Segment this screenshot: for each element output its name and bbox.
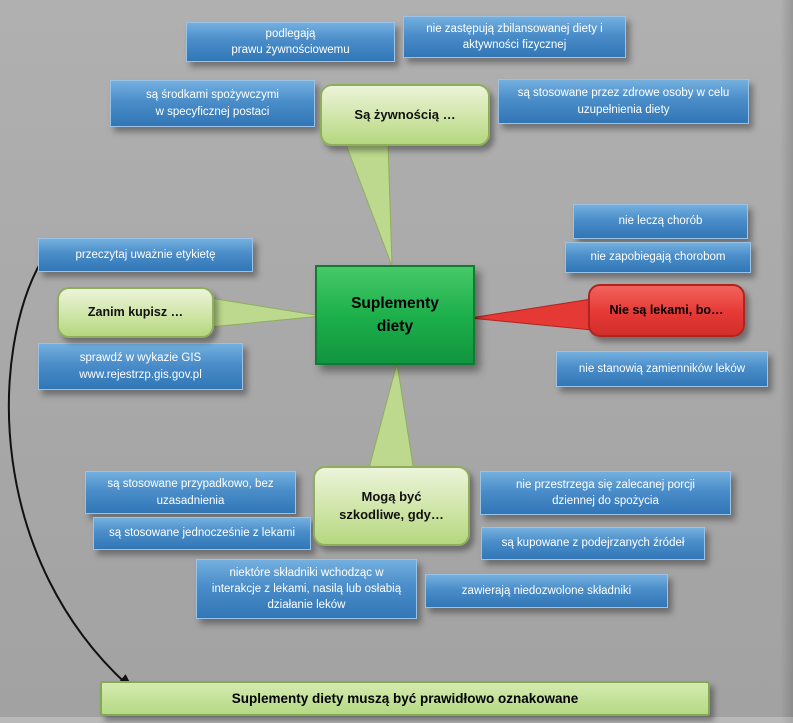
center-topic: Suplementy diety [315, 265, 475, 365]
food-callout-tail [344, 141, 393, 267]
before-buy-callout-tail [209, 297, 323, 328]
note-przypadkowo: są stosowane przypadkowo, bez uzasadnien… [85, 471, 296, 514]
note-zalecana-porcja: nie przestrzega się zalecanej porcji dzi… [480, 471, 731, 515]
note-srodki-spozywcze: są środkami spożywczymi w specyficznej p… [110, 80, 315, 127]
callout-sa-zywnoscia: Są żywnością … [320, 84, 490, 146]
not-medicine-callout-tail [469, 298, 593, 331]
note-nie-zamienniki: nie stanowią zamienników leków [556, 351, 768, 387]
note-niedozwolone-skladniki: zawierają niedozwolone składniki [425, 574, 668, 608]
right-edge-shade [780, 0, 793, 723]
note-jednoczesnie-z-lekami: są stosowane jednocześnie z lekami [93, 517, 311, 550]
note-podejrzane-zrodla: są kupowane z podejrzanych źródeł [481, 527, 705, 560]
note-interakcje-z-lekami: niektóre składniki wchodząc w interakcje… [196, 559, 417, 619]
bottom-edge-shade [0, 717, 793, 723]
harmful-callout-tail [367, 362, 415, 473]
note-przeczytaj-etykiete: przeczytaj uważnie etykietę [38, 238, 253, 272]
bottom-banner: Suplementy diety muszą być prawidłowo oz… [100, 681, 710, 716]
note-sprawdz-gis: sprawdź w wykazie GIS www.rejestrzp.gis.… [38, 343, 243, 390]
note-nie-zapobiegaja: nie zapobiegają chorobom [565, 242, 751, 273]
note-podlegaja-prawu: podlegają prawu żywnościowemu [186, 22, 395, 62]
note-stosowane-przez-zdrowe: są stosowane przez zdrowe osoby w celu u… [498, 79, 749, 124]
note-nie-lecza-chorob: nie leczą chorób [573, 204, 748, 239]
callout-moga-byc-szkodliwe: Mogą być szkodliwe, gdy… [313, 466, 470, 546]
callout-nie-sa-lekami: Nie są lekami, bo… [588, 284, 745, 337]
note-nie-zastepuja-diety: nie zastępują zbilansowanej diety i akty… [403, 16, 626, 58]
callout-zanim-kupisz: Zanim kupisz … [57, 287, 214, 338]
